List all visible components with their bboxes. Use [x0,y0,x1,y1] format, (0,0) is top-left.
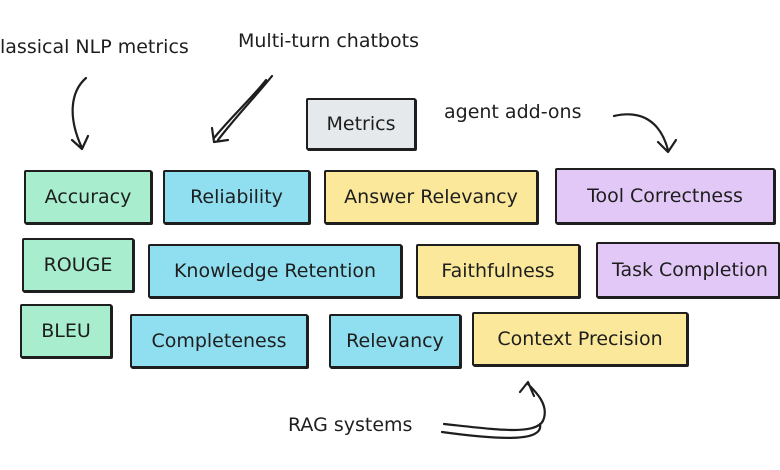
faithfulness-box: Faithfulness [416,244,580,298]
classical-nlp-arrow [70,76,90,151]
completeness-box: Completeness [130,314,308,368]
agent-add-ons-label: agent add-ons [444,101,582,123]
rag-systems-label: RAG systems [288,414,413,436]
answer-relevancy-box: Answer Relevancy [324,170,538,224]
accuracy-box: Accuracy [24,170,152,224]
agent-add-ons-arrow [612,113,678,154]
context-precision-box: Context Precision [472,312,688,366]
bleu-box: BLEU [20,304,112,358]
multi-turn-arrow [210,74,274,144]
rouge-box: ROUGE [22,238,134,292]
rag-systems-arrow [440,380,546,439]
multi-turn-chatbots-label: Multi-turn chatbots [238,30,419,52]
tool-correctness-box: Tool Correctness [555,168,775,224]
task-completion-box: Task Completion [596,242,780,298]
relevancy-box: Relevancy [329,314,461,368]
knowledge-retention-box: Knowledge Retention [148,244,402,298]
reliability-box: Reliability [163,170,310,224]
classical-nlp-metrics-label: lassical NLP metrics [0,36,189,58]
metrics-header-box: Metrics [306,98,416,150]
